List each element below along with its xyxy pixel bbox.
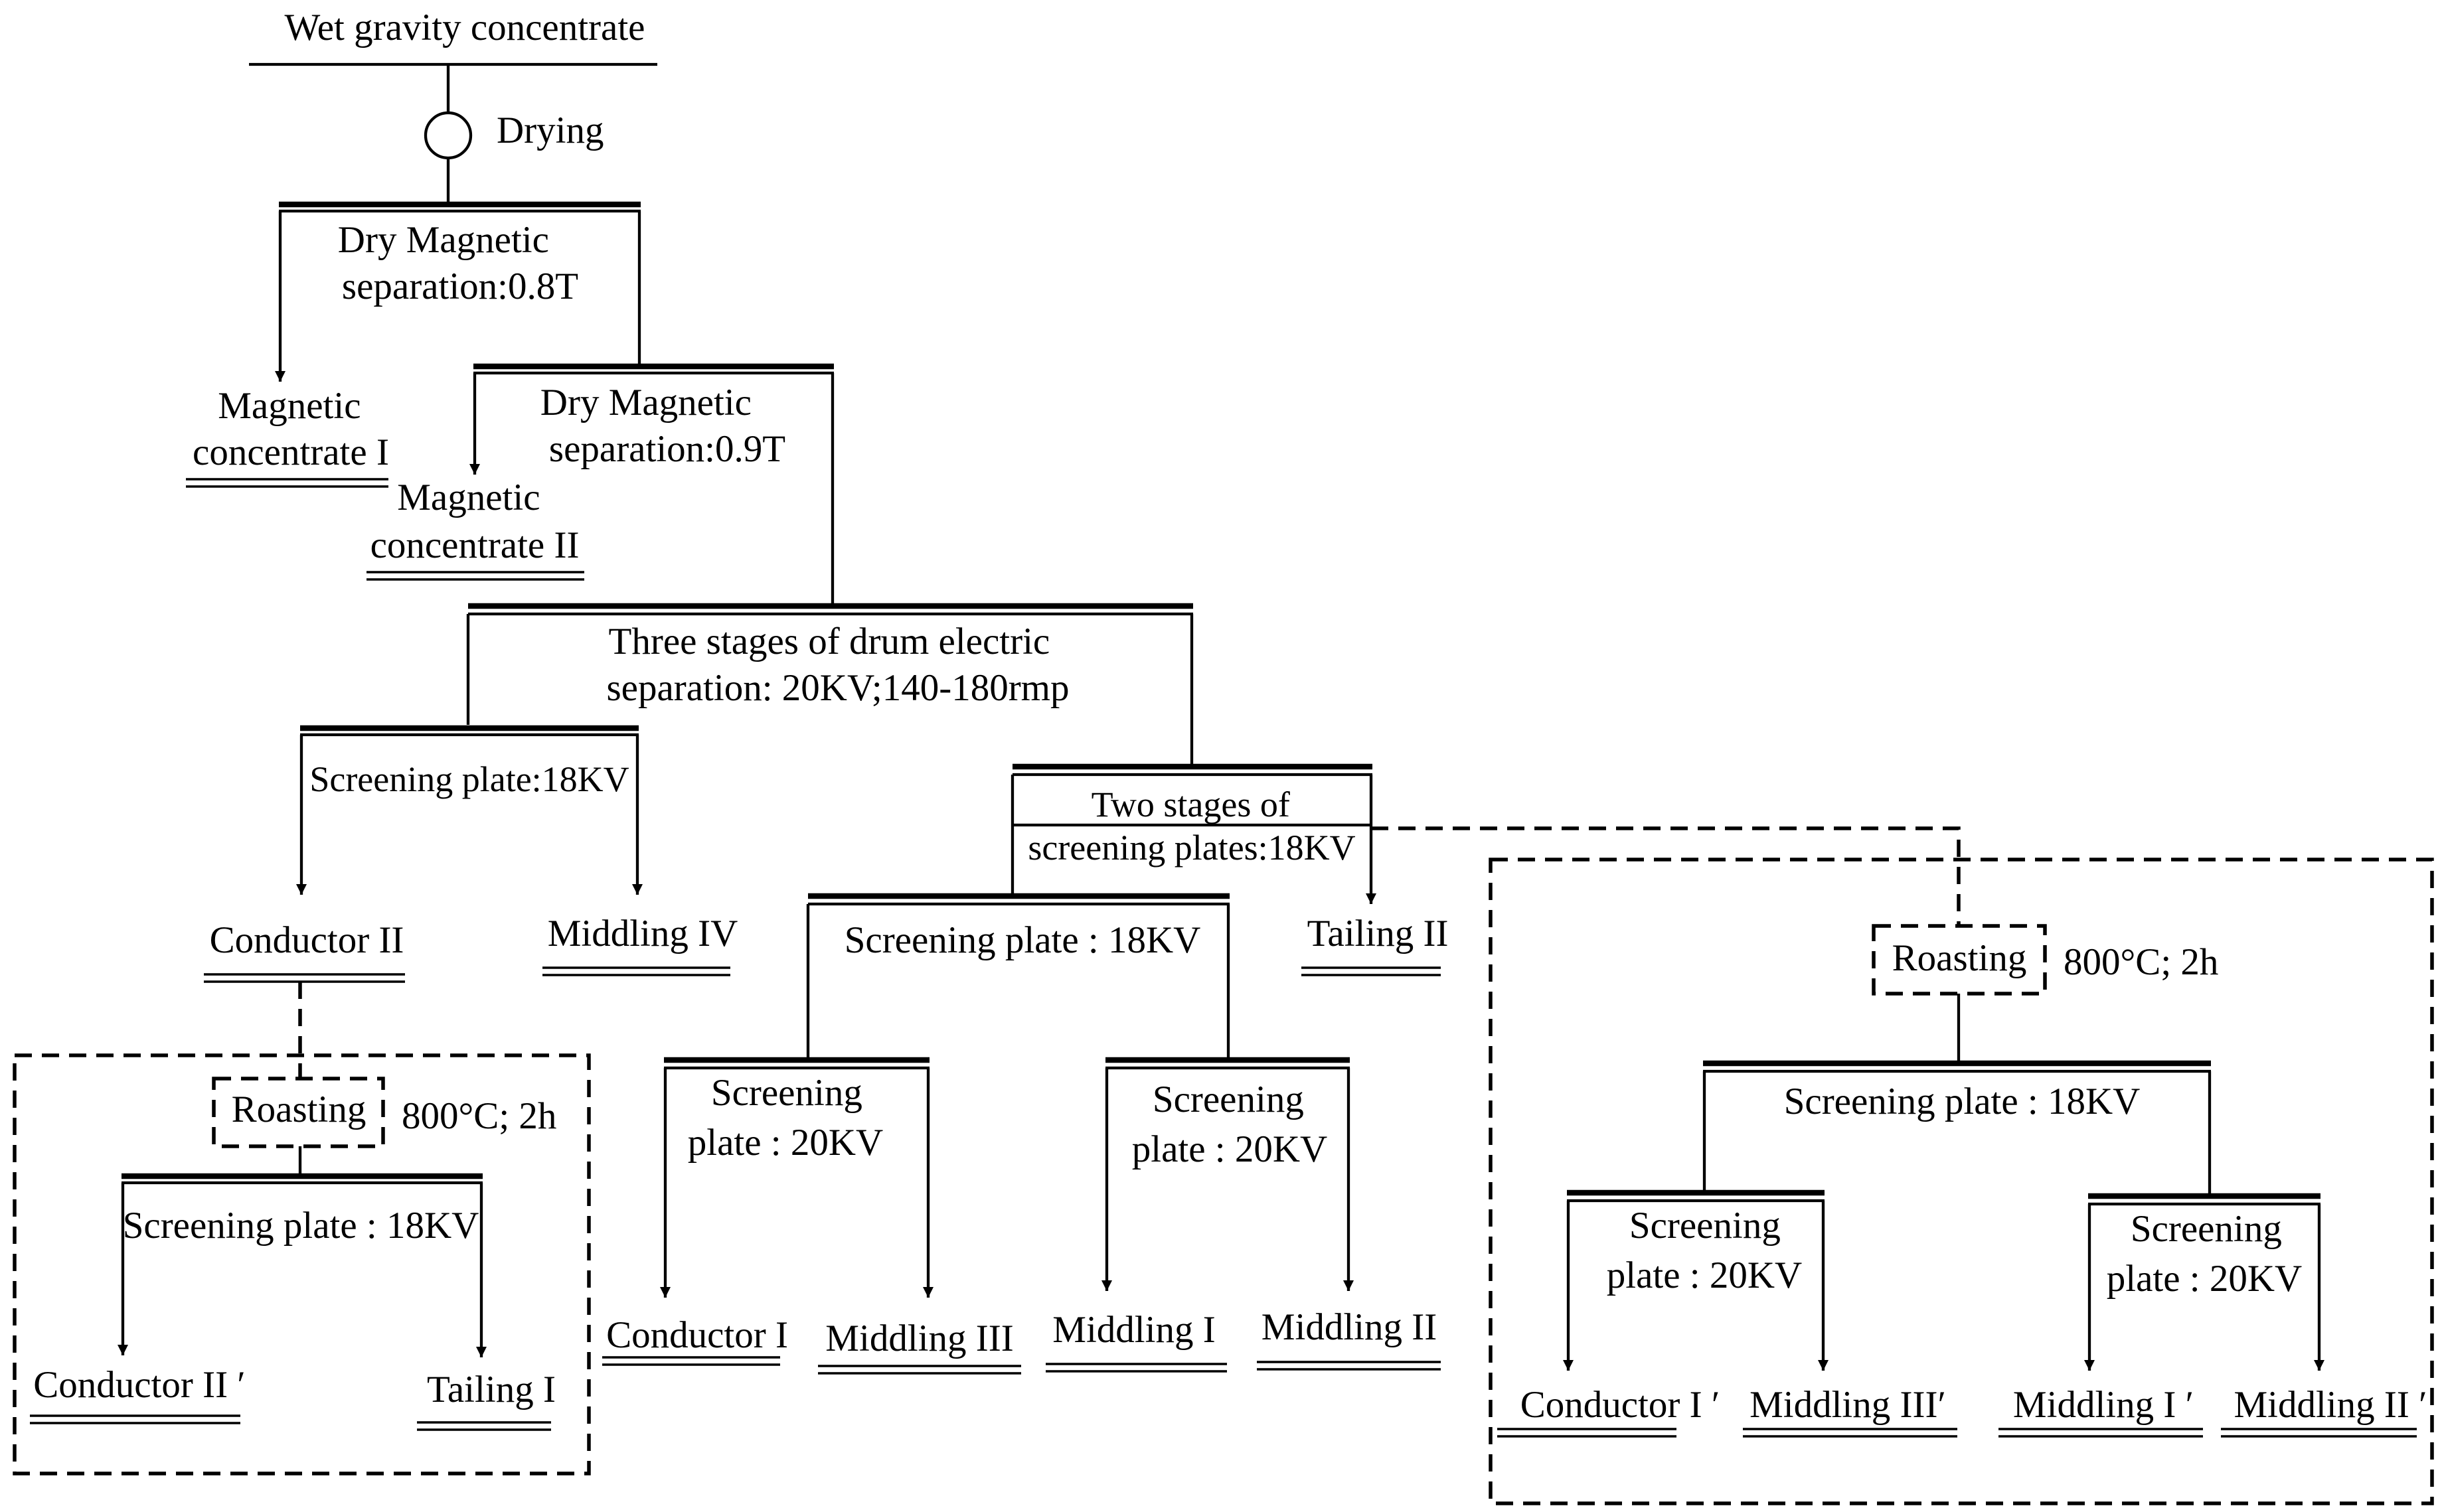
middling-3-prime-node: Middling III′ bbox=[1743, 1384, 1957, 1438]
magnetic-concentrate-1-node: Magnetic concentrate I bbox=[186, 385, 389, 488]
conductor-1-node: Conductor I bbox=[602, 1314, 788, 1366]
roasting-condition: 800°C; 2h bbox=[2064, 941, 2218, 983]
drying-circle-icon bbox=[424, 111, 473, 160]
middling-2-node: Middling II bbox=[1257, 1306, 1441, 1371]
op-label-line: plate : 20KV bbox=[1132, 1128, 1327, 1170]
product-label-line: Magnetic bbox=[218, 385, 361, 427]
screening-right-roast-18kv-op: Screening plate : 18KV bbox=[1703, 1060, 2211, 1122]
product-label: Magnetic concentrate I bbox=[193, 385, 389, 473]
right-roasting-dashed-region bbox=[1489, 858, 2434, 1505]
op-label-line: Dry Magnetic bbox=[540, 382, 752, 423]
op-label-line: Screening bbox=[1629, 1205, 1781, 1247]
product-label: Middling I ′ bbox=[2013, 1384, 2194, 1426]
product-label: Tailing II bbox=[1307, 913, 1449, 954]
product-label-line: concentrate II bbox=[370, 524, 580, 566]
product-label: Middling II bbox=[1261, 1306, 1437, 1348]
op-label: Screening plate:18KV bbox=[309, 759, 629, 799]
op-label: Screening plate : 18KV bbox=[1784, 1081, 2141, 1122]
op-label-line: plate : 20KV bbox=[688, 1122, 883, 1164]
op-label: Screening plate : 18KV bbox=[123, 1205, 479, 1247]
op-label: Screening plate : 20KV bbox=[1607, 1205, 1802, 1296]
middling-2-prime-node: Middling II ′ bbox=[2221, 1384, 2427, 1438]
product-label: Middling II ′ bbox=[2234, 1384, 2427, 1426]
product-label: Middling III′ bbox=[1749, 1384, 1946, 1426]
roasting-dashed-box bbox=[1872, 924, 2047, 996]
op-label-line: Two stages of bbox=[1092, 785, 1290, 824]
roasting-right-node: Roasting 800°C; 2h bbox=[1872, 924, 2218, 996]
op-label-line: Three stages of drum electric bbox=[609, 621, 1050, 662]
product-label: Conductor II ′ bbox=[33, 1364, 246, 1406]
product-label: Middling III bbox=[825, 1318, 1013, 1359]
product-label: Conductor I ′ bbox=[1520, 1384, 1720, 1426]
roasting-label: Roasting bbox=[232, 1089, 366, 1130]
tailing-1-node: Tailing I bbox=[417, 1369, 556, 1431]
op-label: Screening plate : 20KV bbox=[2107, 1208, 2302, 1300]
middling-1-prime-node: Middling I ′ bbox=[1998, 1384, 2203, 1438]
roasting-label: Roasting bbox=[1892, 937, 2027, 979]
op-label-line: separation: 20KV;140-180rmp bbox=[606, 667, 1069, 709]
op-label-line: plate : 20KV bbox=[2107, 1258, 2302, 1300]
drum-electric-separation-op: Three stages of drum electric separation… bbox=[468, 603, 1193, 709]
op-label: Two stages of screening plates:18KV bbox=[1028, 785, 1355, 868]
dry-magnetic-0.8t-op: Dry Magnetic separation:0.8T bbox=[279, 201, 641, 307]
op-label-line: separation:0.9T bbox=[549, 428, 785, 470]
conductor-2-node: Conductor II bbox=[204, 919, 405, 983]
op-label-line: Dry Magnetic bbox=[338, 219, 549, 261]
screening-d-20kv-op: Screening plate : 20KV bbox=[2088, 1193, 2320, 1300]
product-label: Middling IV bbox=[548, 913, 738, 954]
magnetic-concentrate-2-node: Magnetic concentrate II bbox=[366, 477, 584, 581]
feed-label: Wet gravity concentrate bbox=[285, 7, 645, 48]
product-label: Conductor I bbox=[606, 1314, 788, 1356]
product-label-line: concentrate I bbox=[193, 431, 389, 473]
two-stages-to-roast-dashed-line bbox=[1371, 826, 1961, 926]
conductor-2-prime-node: Conductor II ′ bbox=[30, 1364, 246, 1424]
middling-3-node: Middling III bbox=[818, 1318, 1021, 1375]
op-label-line: plate : 20KV bbox=[1607, 1254, 1802, 1296]
screening-mid-18kv-op: Screening plate : 18KV bbox=[808, 893, 1230, 961]
two-stages-screening-op: Two stages of screening plates:18KV bbox=[1011, 763, 1373, 868]
roasting-condition: 800°C; 2h bbox=[402, 1095, 556, 1137]
op-label: Screening plate : 20KV bbox=[688, 1072, 883, 1164]
product-label: Magnetic concentrate II bbox=[370, 477, 580, 566]
op-label: Dry Magnetic separation:0.9T bbox=[540, 382, 785, 470]
roasting-left-node: Roasting 800°C; 2h bbox=[212, 1077, 556, 1148]
op-label-line: Screening bbox=[711, 1072, 862, 1114]
screening-left-18kv-op: Screening plate:18KV bbox=[300, 725, 639, 799]
drying-node: Drying bbox=[424, 110, 604, 160]
product-label: Conductor II bbox=[210, 919, 404, 961]
op-label-line: Screening bbox=[2131, 1208, 2282, 1250]
product-label: Tailing I bbox=[427, 1369, 556, 1410]
op-label: Three stages of drum electric separation… bbox=[606, 621, 1069, 709]
dry-magnetic-0.9t-op: Dry Magnetic separation:0.9T bbox=[473, 363, 834, 470]
screening-a-20kv-op: Screening plate : 20KV bbox=[664, 1057, 930, 1164]
op-label-line: separation:0.8T bbox=[342, 265, 578, 307]
left-roasting-dashed-region bbox=[13, 1053, 591, 1475]
middling-1-node: Middling I bbox=[1046, 1309, 1227, 1373]
screening-b-20kv-op: Screening plate : 20KV bbox=[1105, 1057, 1350, 1170]
op-label: Dry Magnetic separation:0.8T bbox=[338, 219, 578, 307]
middling-4-node: Middling IV bbox=[542, 913, 738, 976]
op-label-line: Screening bbox=[1153, 1079, 1304, 1120]
feed-node: Wet gravity concentrate bbox=[249, 7, 657, 66]
screening-left-roast-18kv-op: Screening plate : 18KV bbox=[122, 1173, 483, 1247]
drying-label: Drying bbox=[497, 110, 604, 151]
product-label: Middling I bbox=[1052, 1309, 1215, 1351]
conductor-1-prime-node: Conductor I ′ bbox=[1497, 1384, 1720, 1438]
op-label-line: screening plates:18KV bbox=[1028, 828, 1355, 868]
op-label: Screening plate : 20KV bbox=[1132, 1079, 1327, 1170]
tailing-2-node: Tailing II bbox=[1301, 913, 1449, 976]
op-label: Screening plate : 18KV bbox=[845, 919, 1201, 961]
product-label-line: Magnetic bbox=[397, 477, 540, 518]
roasting-dashed-box bbox=[212, 1077, 385, 1148]
screening-c-20kv-op: Screening plate : 20KV bbox=[1567, 1189, 1825, 1296]
